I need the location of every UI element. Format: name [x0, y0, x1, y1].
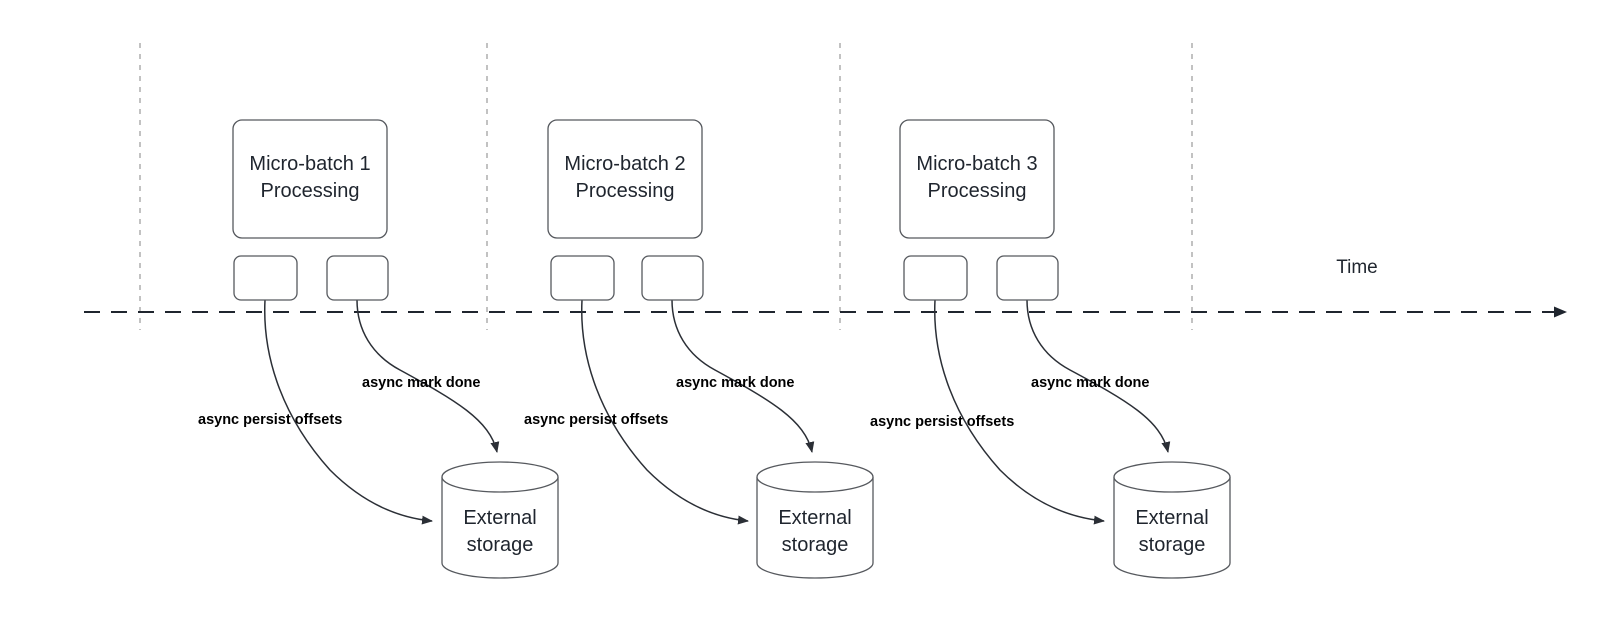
group-3-task-box-right — [996, 255, 1059, 301]
group-2-edge-label-async-persist-offsets: async persist offsets — [524, 412, 668, 428]
group-1-edge-async-persist-offsets — [264, 299, 433, 525]
group-2-storage-label-line2: storage — [782, 534, 849, 556]
group-2-microbatch-label-line2: Processing — [576, 180, 675, 202]
group-3-edge-async-persist-offsets — [934, 299, 1105, 525]
group-3-storage-label-line2: storage — [1139, 534, 1206, 556]
group-3-task-box-left — [903, 255, 968, 301]
time-axis-label: Time — [1336, 257, 1378, 278]
timeline-boundary-ticks — [139, 43, 1193, 330]
group-3-storage-label-line1: External — [1135, 507, 1208, 529]
group-1-storage-top — [441, 461, 559, 493]
group-3-microbatch-label-line2: Processing — [928, 180, 1027, 202]
flow-edges — [264, 299, 1171, 525]
group-1-microbatch-box — [232, 119, 388, 239]
group-2-edge-async-mark-done — [671, 299, 815, 453]
group-2-task-box-left — [550, 255, 615, 301]
time-axis: Time — [84, 257, 1567, 318]
group-1-task-box-right — [326, 255, 389, 301]
group-2-microbatch-label-line1: Micro-batch 2 — [564, 153, 685, 175]
group-2-storage-body — [756, 477, 874, 579]
group-1-storage-body — [441, 477, 559, 579]
group-1-edge-label-async-persist-offsets: async persist offsets — [198, 412, 342, 428]
group-3-storage-body — [1113, 477, 1231, 579]
group-3-edge-label-async-persist-offsets: async persist offsets — [870, 414, 1014, 430]
group-3-storage-top — [1113, 461, 1231, 493]
group-1-storage-label-line1: External — [463, 507, 536, 529]
group-3-edge-label-async-mark-done: async mark done — [1031, 375, 1149, 391]
group-1-storage-label-line2: storage — [467, 534, 534, 556]
group-2-microbatch-box — [547, 119, 703, 239]
group-2-edge-label-async-mark-done: async mark done — [676, 375, 794, 391]
group-3-edge-async-mark-done — [1026, 299, 1171, 453]
group-3-microbatch-label-line1: Micro-batch 3 — [916, 153, 1037, 175]
group-2-storage-label-line1: External — [778, 507, 851, 529]
group-1-edge-async-mark-done — [356, 299, 500, 453]
group-1-task-box-left — [233, 255, 298, 301]
group-2-task-box-right — [641, 255, 704, 301]
group-1-microbatch-label-line1: Micro-batch 1 — [249, 153, 370, 175]
group-1-edge-label-async-mark-done: async mark done — [362, 375, 480, 391]
group-1-microbatch-label-line2: Processing — [261, 180, 360, 202]
group-3-microbatch-box — [899, 119, 1055, 239]
group-2-storage-top — [756, 461, 874, 493]
edge-labels: async persist offsets async mark done asyn… — [198, 375, 1149, 430]
group-2-edge-async-persist-offsets — [581, 299, 749, 525]
